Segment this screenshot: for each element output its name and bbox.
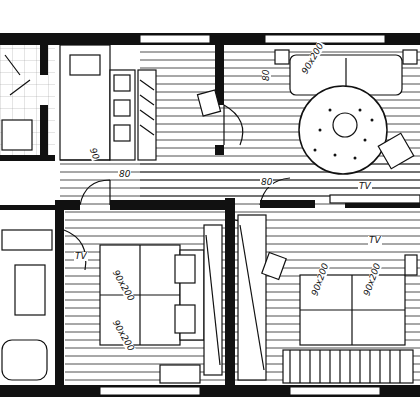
- plan-label: 80: [260, 178, 273, 187]
- plan-label: 80: [262, 69, 271, 82]
- plan-label: 80: [118, 170, 131, 179]
- plan-label: TV: [74, 252, 88, 261]
- plan-label: TV: [368, 236, 382, 245]
- plan-label: TV: [358, 182, 372, 191]
